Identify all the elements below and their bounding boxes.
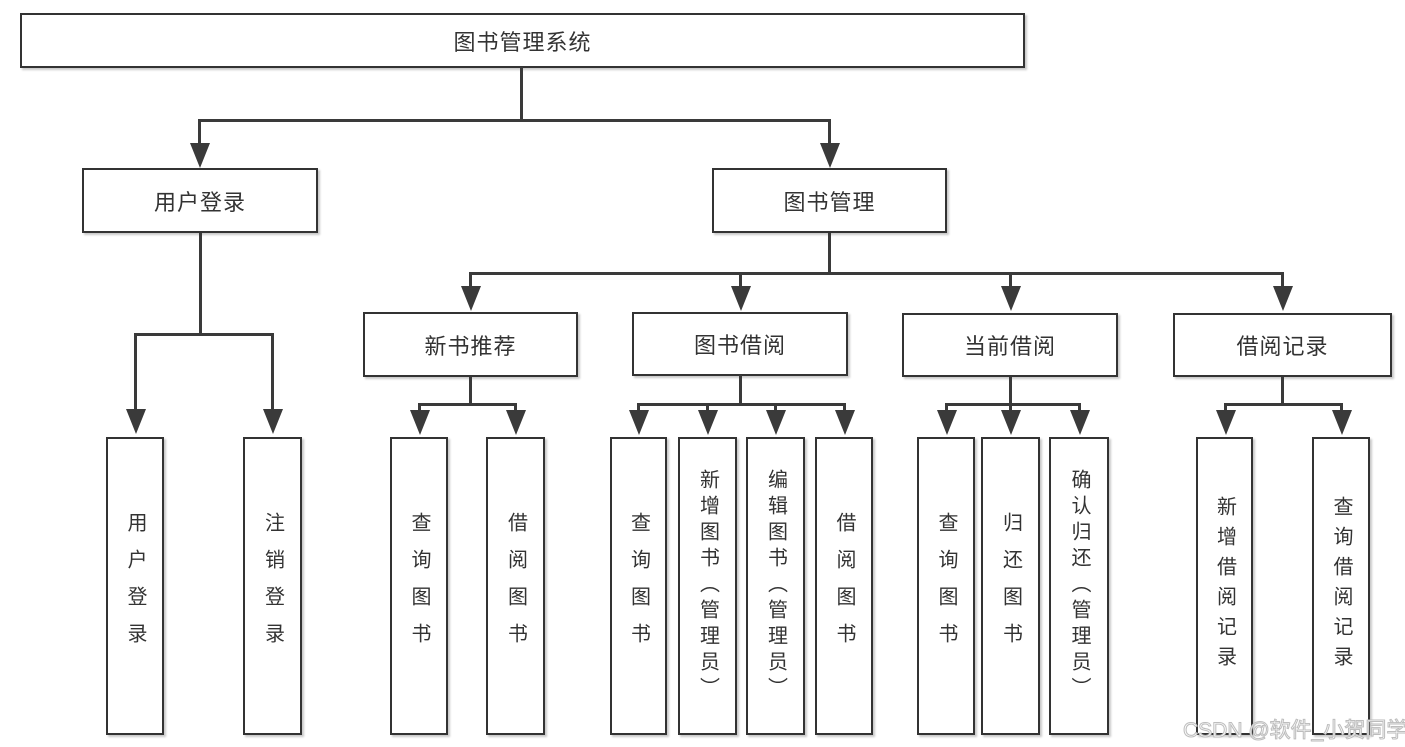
connector-bookmgmt-drop-2 bbox=[739, 272, 742, 288]
connector-userlogin-stem bbox=[199, 233, 202, 336]
connector-currentborrow-drop-2 bbox=[1009, 403, 1012, 412]
leaf-label: 用户登录 bbox=[124, 512, 146, 660]
connector-borrowrecords-bar bbox=[1224, 403, 1343, 406]
arrow-down-icon bbox=[410, 410, 430, 435]
node-current-borrow: 当前借阅 bbox=[902, 313, 1118, 377]
arrow-down-icon bbox=[1273, 286, 1293, 311]
node-book-mgmt: 图书管理 bbox=[712, 168, 947, 233]
connector-bookmgmt-drop-3 bbox=[1009, 272, 1012, 288]
leaf-label: 注销登录 bbox=[261, 512, 284, 660]
node-root-label: 图书管理系统 bbox=[453, 29, 592, 55]
leaf-label: 查询图书 bbox=[408, 512, 430, 660]
leaf-edit-books-admin: 编辑图书（管理员） bbox=[746, 437, 805, 735]
leaf-newbooks-borrow-books: 借阅图书 bbox=[486, 437, 545, 735]
connector-root-bar bbox=[198, 119, 831, 122]
arrow-down-icon bbox=[766, 410, 786, 435]
arrow-down-icon bbox=[937, 410, 957, 435]
leaf-query-borrow-record: 查询借阅记录 bbox=[1312, 437, 1370, 735]
leaf-newbooks-query-books: 查询图书 bbox=[390, 437, 448, 735]
arrow-down-icon bbox=[506, 410, 526, 435]
arrow-down-icon bbox=[1332, 410, 1352, 435]
csdn-watermark: CSDN @软件_小贺同学 bbox=[1182, 719, 1405, 743]
arrow-down-icon bbox=[263, 409, 283, 434]
arrow-down-icon bbox=[1001, 410, 1021, 435]
arrow-down-icon bbox=[190, 143, 210, 168]
connector-userlogin-drop-1 bbox=[134, 333, 137, 409]
leaf-label: 编辑图书（管理员） bbox=[764, 469, 787, 703]
leaf-return-books: 归还图书 bbox=[981, 437, 1040, 735]
leaf-label: 查询图书 bbox=[935, 512, 957, 660]
connector-borrowrecords-drop-1 bbox=[1224, 403, 1227, 412]
leaf-label: 新增图书（管理员） bbox=[696, 469, 719, 703]
node-root: 图书管理系统 bbox=[20, 13, 1025, 68]
arrow-down-icon bbox=[1070, 410, 1090, 435]
connector-root-stem bbox=[520, 67, 523, 122]
connector-bookborrow-drop-2 bbox=[706, 403, 709, 412]
connector-root-drop-right bbox=[828, 119, 831, 147]
node-book-borrow-label: 图书借阅 bbox=[693, 333, 786, 358]
connector-bookmgmt-drop-1 bbox=[469, 272, 472, 288]
leaf-bookborrow-query-books: 查询图书 bbox=[610, 437, 667, 735]
connector-newbooks-stem bbox=[469, 377, 472, 406]
connector-bookborrow-drop-1 bbox=[637, 403, 640, 412]
connector-userlogin-bar bbox=[134, 333, 274, 336]
connector-newbooks-drop-2 bbox=[514, 403, 517, 412]
connector-newbooks-bar bbox=[418, 403, 517, 406]
leaf-label: 新增借阅记录 bbox=[1213, 496, 1236, 676]
node-new-books-label: 新书推荐 bbox=[424, 333, 517, 359]
leaf-label: 借阅图书 bbox=[504, 512, 527, 660]
arrow-down-icon bbox=[629, 410, 649, 435]
leaf-label: 借阅图书 bbox=[833, 512, 855, 660]
node-book-borrow: 图书借阅 bbox=[632, 312, 848, 376]
leaf-bookborrow-borrow-books: 借阅图书 bbox=[815, 437, 873, 735]
connector-root-drop-left bbox=[198, 119, 201, 147]
leaf-label: 查询图书 bbox=[627, 512, 650, 660]
leaf-label: 确认归还（管理员） bbox=[1068, 469, 1090, 703]
leaf-currentborrow-query-books: 查询图书 bbox=[917, 437, 975, 735]
connector-bookborrow-drop-3 bbox=[774, 403, 777, 412]
leaf-logout: 注销登录 bbox=[243, 437, 302, 735]
arrow-down-icon bbox=[126, 409, 146, 434]
connector-bookborrow-drop-4 bbox=[843, 403, 846, 412]
arrow-down-icon bbox=[835, 410, 855, 435]
connector-bookborrow-stem bbox=[739, 375, 742, 406]
leaf-label: 归还图书 bbox=[999, 512, 1022, 660]
node-borrow-records: 借阅记录 bbox=[1173, 313, 1392, 377]
connector-bookborrow-bar bbox=[637, 403, 846, 406]
node-current-borrow-label: 当前借阅 bbox=[963, 334, 1056, 359]
leaf-add-books-admin: 新增图书（管理员） bbox=[678, 437, 737, 735]
node-new-books: 新书推荐 bbox=[363, 312, 578, 377]
leaf-add-borrow-record: 新增借阅记录 bbox=[1196, 437, 1253, 735]
arrow-down-icon bbox=[731, 286, 751, 311]
connector-userlogin-drop-2 bbox=[271, 333, 274, 409]
node-user-login-label: 用户登录 bbox=[153, 189, 246, 215]
connector-currentborrow-drop-3 bbox=[1078, 403, 1081, 412]
arrow-down-icon bbox=[1001, 286, 1021, 311]
node-borrow-records-label: 借阅记录 bbox=[1236, 334, 1329, 359]
connector-bookmgmt-drop-4 bbox=[1281, 272, 1284, 288]
arrow-down-icon bbox=[1216, 410, 1236, 435]
connector-newbooks-drop-1 bbox=[418, 403, 421, 412]
connector-borrowrecords-stem bbox=[1281, 377, 1284, 406]
connector-currentborrow-stem bbox=[1009, 377, 1012, 406]
connector-currentborrow-drop-1 bbox=[945, 403, 948, 412]
node-user-login: 用户登录 bbox=[82, 168, 318, 233]
arrow-down-icon bbox=[820, 143, 840, 168]
node-book-mgmt-label: 图书管理 bbox=[783, 189, 876, 215]
leaf-confirm-return-admin: 确认归还（管理员） bbox=[1049, 437, 1109, 735]
arrow-down-icon bbox=[461, 286, 481, 311]
connector-bookmgmt-stem bbox=[828, 233, 831, 275]
arrow-down-icon bbox=[698, 410, 718, 435]
connector-borrowrecords-drop-2 bbox=[1340, 403, 1343, 412]
connector-currentborrow-bar bbox=[945, 403, 1081, 406]
leaf-label: 查询借阅记录 bbox=[1330, 496, 1352, 676]
leaf-user-login: 用户登录 bbox=[106, 437, 164, 735]
connector-bookmgmt-bar bbox=[469, 272, 1284, 275]
